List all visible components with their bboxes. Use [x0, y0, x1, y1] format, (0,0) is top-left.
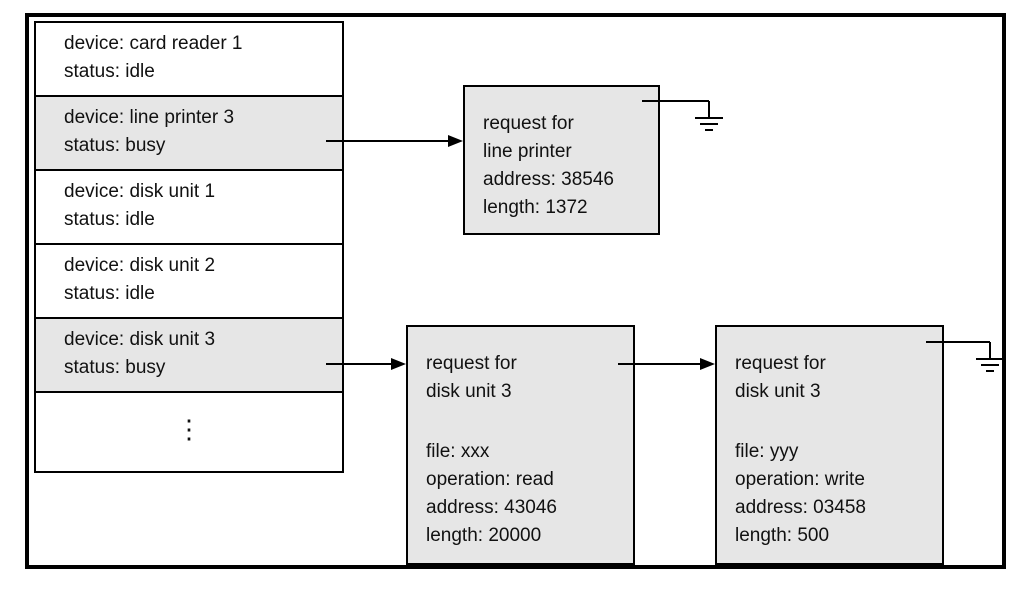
request-label: request for	[426, 353, 517, 374]
device-name: device: line printer 3	[64, 107, 235, 128]
disk-request-box-1: request for disk unit 3 file: xxx operat…	[406, 325, 635, 565]
request-length: length: 1372	[483, 197, 588, 218]
device-status: status: idle	[64, 283, 155, 304]
request-label: request for	[483, 113, 574, 134]
device-row-disk-unit-1: device: disk unit 1 status: idle	[36, 171, 342, 245]
request-address: address: 03458	[735, 497, 866, 518]
more-devices-ellipsis: ⋮	[176, 414, 202, 444]
device-row-disk-unit-2: device: disk unit 2 status: idle	[36, 245, 342, 319]
request-address: address: 38546	[483, 169, 614, 190]
disk-request-box-2: request for disk unit 3 file: yyy operat…	[715, 325, 944, 565]
request-address: address: 43046	[426, 497, 557, 518]
request-device: line printer	[483, 141, 572, 162]
request-label: request for	[735, 353, 826, 374]
device-row-line-printer-3: device: line printer 3 status: busy	[36, 97, 342, 171]
request-file: file: yyy	[735, 441, 799, 462]
device-row-disk-unit-3: device: disk unit 3 status: busy	[36, 319, 342, 393]
device-name: device: card reader 1	[64, 33, 243, 54]
device-status: status: idle	[64, 61, 155, 82]
request-length: length: 20000	[426, 525, 542, 546]
request-operation: operation: write	[735, 469, 865, 490]
device-status-table: device: card reader 1 status: idle devic…	[34, 21, 344, 473]
device-name: device: disk unit 2	[64, 255, 216, 276]
device-status: status: idle	[64, 209, 155, 230]
request-operation: operation: read	[426, 469, 554, 490]
request-device: disk unit 3	[735, 381, 821, 402]
request-device: disk unit 3	[426, 381, 512, 402]
device-status: status: busy	[64, 135, 166, 156]
line-printer-request-box: request for line printer address: 38546 …	[463, 85, 660, 235]
request-length: length: 500	[735, 525, 830, 546]
request-file: file: xxx	[426, 441, 490, 462]
device-status: status: busy	[64, 357, 166, 378]
device-name: device: disk unit 3	[64, 329, 216, 350]
device-name: device: disk unit 1	[64, 181, 216, 202]
device-row-card-reader-1: device: card reader 1 status: idle	[36, 23, 342, 97]
